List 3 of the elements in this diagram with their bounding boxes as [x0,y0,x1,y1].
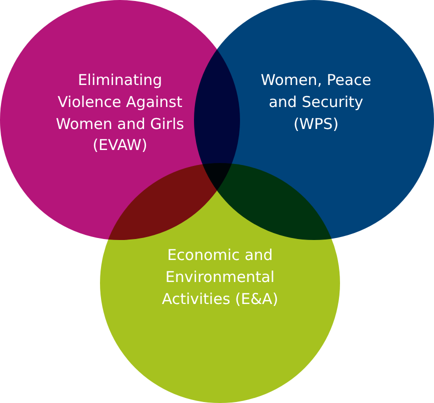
circle-label: Women, Peace and Security (WPS) [260,70,372,134]
circle-label: Eliminating Violence Against Women and Girls (EVAW) [54,70,186,156]
circle-label: Economic and Environmental Activities (E&A) [160,245,280,310]
